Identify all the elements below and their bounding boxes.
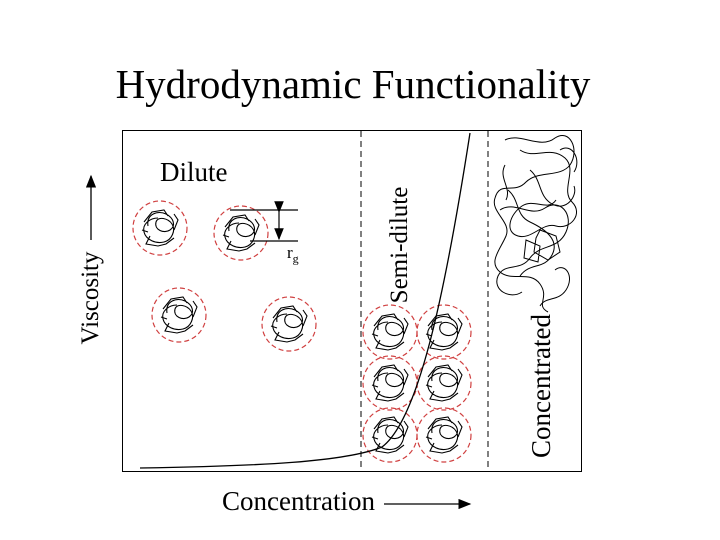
radius-symbol: r (287, 243, 293, 262)
polymer-coil-icon (151, 287, 207, 343)
polymer-coil-icon (416, 407, 472, 463)
semi-dilute-region-label: Semi-dilute (386, 186, 413, 304)
polymer-coil-icon (132, 200, 188, 256)
plot-frame (122, 130, 582, 472)
polymer-coil-icon (261, 296, 317, 352)
polymer-coil-icon (213, 205, 269, 261)
diagram-title: Hydrodynamic Functionality (115, 61, 591, 107)
concentrated-region-label: Concentrated (526, 314, 556, 458)
polymer-coil-icon (362, 355, 418, 411)
radius-marker (230, 201, 298, 242)
dilute-region-label: Dilute (160, 157, 228, 187)
polymer-coil-icon (362, 407, 418, 463)
viscosity-curve (139, 132, 471, 469)
polymer-coil-icon (362, 304, 418, 360)
x-axis-label: Concentration (222, 486, 375, 516)
radius-of-gyration-label: rg (287, 243, 299, 268)
entangled-polymer-mesh (493, 135, 578, 313)
radius-subscript: g (292, 251, 299, 266)
y-axis-label: Viscosity (77, 251, 104, 345)
polymer-coil-icon (416, 355, 472, 411)
polymer-coil-icon (416, 304, 472, 360)
